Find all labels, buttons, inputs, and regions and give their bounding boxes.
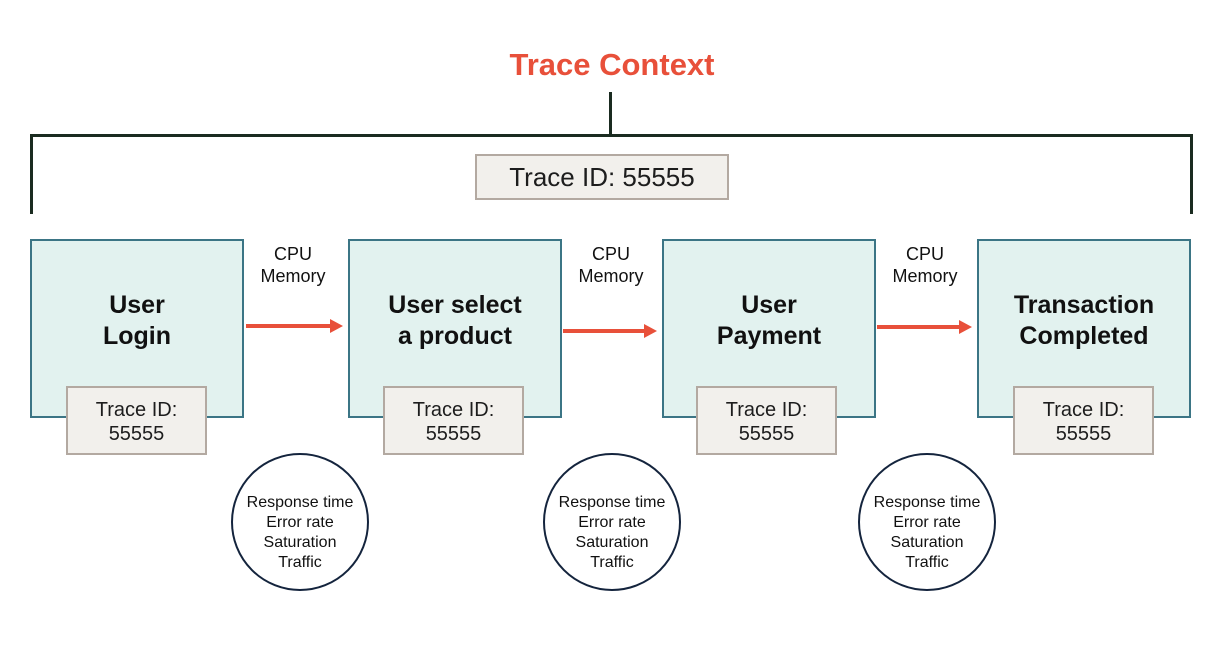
bracket-stem xyxy=(609,92,612,136)
golden-signals-circle: Response time Error rate Saturation Traf… xyxy=(231,453,369,591)
stage-trace-id-text: Trace ID: 55555 xyxy=(412,399,495,445)
arrow-head-icon xyxy=(330,319,343,333)
stage-trace-id-box: Trace ID: 55555 xyxy=(696,386,837,455)
signal-traffic: Traffic xyxy=(278,554,322,571)
golden-signals-circle: Response time Error rate Saturation Traf… xyxy=(858,453,996,591)
signal-error-rate: Error rate xyxy=(266,514,334,531)
diagram-title: Trace Context xyxy=(509,47,715,82)
signal-traffic: Traffic xyxy=(590,554,634,571)
signal-error-rate: Error rate xyxy=(578,514,646,531)
stage-trace-id-text: Trace ID: 55555 xyxy=(1042,399,1125,445)
golden-signals-list: Response time Error rate Saturation Traf… xyxy=(545,493,679,573)
stage-trace-id-text: Trace ID: 55555 xyxy=(95,399,178,445)
resource-label-memory: Memory xyxy=(260,266,326,286)
arrow-head-icon xyxy=(959,320,972,334)
flow-arrow xyxy=(246,316,343,336)
stage-label: User select a product xyxy=(388,291,522,350)
stage-label: User Payment xyxy=(716,291,822,350)
signal-response-time: Response time xyxy=(246,494,354,511)
golden-signals-circle: Response time Error rate Saturation Traf… xyxy=(543,453,681,591)
signal-saturation: Saturation xyxy=(890,534,964,551)
arrow-shaft xyxy=(246,324,332,328)
golden-signals-list: Response time Error rate Saturation Traf… xyxy=(233,493,367,573)
bracket-right-leg xyxy=(1190,134,1193,214)
stage-label: User Login xyxy=(102,291,172,350)
signal-saturation: Saturation xyxy=(263,534,337,551)
flow-arrow xyxy=(563,321,657,341)
flow-arrow xyxy=(877,317,972,337)
stage-label: Transaction Completed xyxy=(1013,291,1155,350)
signal-response-time: Response time xyxy=(873,494,981,511)
bracket-top-line xyxy=(30,134,1193,137)
signal-error-rate: Error rate xyxy=(893,514,961,531)
golden-signals-list: Response time Error rate Saturation Traf… xyxy=(860,493,994,573)
signal-saturation: Saturation xyxy=(575,534,649,551)
arrow-shaft xyxy=(877,325,961,329)
resource-label-memory: Memory xyxy=(578,266,644,286)
bracket-left-leg xyxy=(30,134,33,214)
stage-trace-id-text: Trace ID: 55555 xyxy=(725,399,808,445)
resource-label-cpu: CPU xyxy=(273,244,312,264)
arrow-head-icon xyxy=(644,324,657,338)
resource-labels: CPU Memory xyxy=(556,243,666,287)
signal-response-time: Response time xyxy=(558,494,666,511)
stage-trace-id-box: Trace ID: 55555 xyxy=(66,386,207,455)
resource-labels: CPU Memory xyxy=(238,243,348,287)
signal-traffic: Traffic xyxy=(905,554,949,571)
resource-label-memory: Memory xyxy=(892,266,958,286)
resource-label-cpu: CPU xyxy=(591,244,630,264)
resource-label-cpu: CPU xyxy=(905,244,944,264)
stage-trace-id-box: Trace ID: 55555 xyxy=(383,386,524,455)
stage-trace-id-box: Trace ID: 55555 xyxy=(1013,386,1154,455)
global-trace-id-box: Trace ID: 55555 xyxy=(475,154,729,200)
resource-labels: CPU Memory xyxy=(870,243,980,287)
arrow-shaft xyxy=(563,329,646,333)
